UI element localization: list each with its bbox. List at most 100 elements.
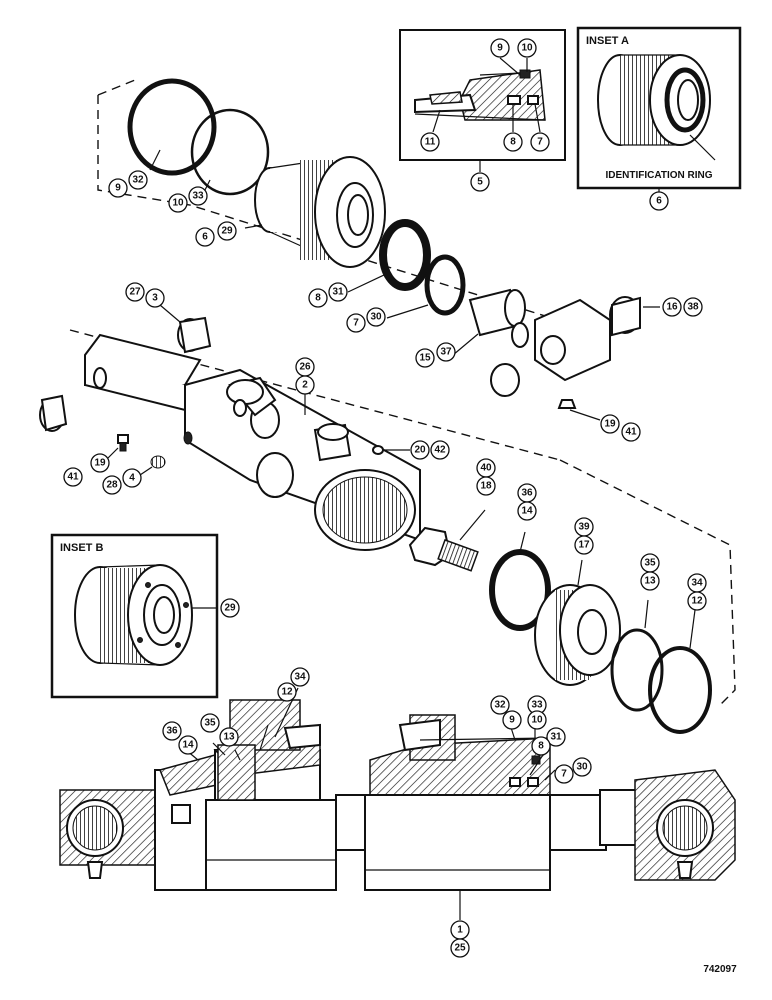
callout-29-insetB: 29 bbox=[220, 598, 240, 618]
callout-26: 26 bbox=[295, 357, 315, 377]
svg-text:3: 3 bbox=[152, 293, 158, 304]
svg-text:18: 18 bbox=[480, 481, 492, 492]
svg-text:32: 32 bbox=[494, 700, 506, 711]
svg-text:13: 13 bbox=[223, 732, 235, 743]
inset-b: INSET B bbox=[50, 533, 219, 699]
callout-31-section: 31 bbox=[546, 727, 566, 747]
svg-text:34: 34 bbox=[691, 578, 703, 589]
svg-text:6: 6 bbox=[202, 232, 208, 243]
callout-10-top: 10 bbox=[517, 38, 537, 58]
callout-36-section: 36 bbox=[162, 721, 182, 741]
callout-30-wiper: 30 bbox=[366, 307, 386, 327]
callout-18: 18 bbox=[476, 476, 496, 496]
callout-2: 2 bbox=[295, 375, 315, 395]
callout-36-exploded: 36 bbox=[517, 483, 537, 503]
svg-text:10: 10 bbox=[172, 198, 184, 209]
svg-text:27: 27 bbox=[129, 287, 141, 298]
callout-6-insetA: 6 bbox=[649, 191, 669, 211]
rings-13-12 bbox=[610, 599, 712, 734]
callout-20: 20 bbox=[410, 440, 430, 460]
svg-text:42: 42 bbox=[434, 445, 446, 456]
callout-7-section: 7 bbox=[554, 764, 574, 784]
inset-5-section bbox=[399, 29, 566, 172]
svg-text:13: 13 bbox=[644, 576, 656, 587]
callout-8-section: 8 bbox=[531, 736, 551, 756]
inset-a-caption: IDENTIFICATION RING bbox=[605, 170, 712, 181]
callout-7-wiper: 7 bbox=[346, 313, 366, 333]
callout-28: 28 bbox=[102, 475, 122, 495]
svg-text:34: 34 bbox=[294, 672, 306, 683]
callout-15: 15 bbox=[415, 348, 435, 368]
callout-14-exploded: 14 bbox=[517, 501, 537, 521]
callout-19-right: 19 bbox=[600, 414, 620, 434]
svg-text:5: 5 bbox=[477, 177, 483, 188]
svg-text:1: 1 bbox=[457, 925, 463, 936]
callout-30-section: 30 bbox=[572, 757, 592, 777]
callout-9-section: 9 bbox=[502, 710, 522, 730]
callout-35-section: 35 bbox=[200, 713, 220, 733]
svg-text:9: 9 bbox=[115, 183, 121, 194]
callout-25: 25 bbox=[450, 938, 470, 958]
svg-text:2: 2 bbox=[302, 380, 308, 391]
bushing-left-body bbox=[40, 394, 68, 432]
snap-rings-top bbox=[127, 78, 270, 196]
svg-text:40: 40 bbox=[480, 463, 492, 474]
callout-13-exploded: 13 bbox=[640, 571, 660, 591]
section-view bbox=[59, 687, 736, 920]
svg-text:11: 11 bbox=[425, 137, 436, 148]
callout-1: 1 bbox=[450, 920, 470, 940]
svg-text:30: 30 bbox=[370, 312, 382, 323]
seals-31-30 bbox=[347, 219, 466, 319]
callout-7-inset: 7 bbox=[530, 132, 550, 152]
svg-text:33: 33 bbox=[531, 700, 543, 711]
svg-text:36: 36 bbox=[166, 726, 178, 737]
svg-text:31: 31 bbox=[332, 287, 344, 298]
callout-9-top: 9 bbox=[490, 38, 510, 58]
callout-41-left: 41 bbox=[63, 467, 83, 487]
svg-text:7: 7 bbox=[537, 137, 543, 148]
svg-text:33: 33 bbox=[192, 191, 204, 202]
set-screw-4 bbox=[139, 455, 166, 476]
svg-text:37: 37 bbox=[440, 347, 452, 358]
callout-38: 38 bbox=[683, 297, 703, 317]
svg-text:8: 8 bbox=[510, 137, 516, 148]
callout-3: 3 bbox=[145, 288, 165, 308]
svg-text:6: 6 bbox=[656, 196, 662, 207]
callout-8-inset: 8 bbox=[503, 132, 523, 152]
callout-32-section: 32 bbox=[490, 695, 510, 715]
svg-text:9: 9 bbox=[509, 715, 515, 726]
callout-32-ring: 32 bbox=[128, 170, 148, 190]
svg-text:7: 7 bbox=[561, 769, 567, 780]
pin-and-clevis bbox=[452, 288, 660, 421]
callout-12-exploded: 12 bbox=[687, 591, 707, 611]
callouts: 9 10 11 8 7 5 6 9 32 10 33 6 29 8 31 7 3… bbox=[63, 38, 707, 958]
callout-4: 4 bbox=[122, 468, 142, 488]
callout-11: 11 bbox=[420, 132, 440, 152]
callout-39: 39 bbox=[574, 517, 594, 537]
assembly-boundary bbox=[69, 79, 736, 706]
bushing-3 bbox=[159, 304, 212, 354]
svg-text:14: 14 bbox=[182, 740, 194, 751]
svg-text:31: 31 bbox=[550, 732, 562, 743]
callout-34-exploded: 34 bbox=[687, 573, 707, 593]
svg-text:32: 32 bbox=[132, 175, 144, 186]
svg-text:7: 7 bbox=[353, 318, 359, 329]
svg-text:14: 14 bbox=[521, 506, 533, 517]
svg-text:17: 17 bbox=[578, 540, 590, 551]
svg-text:29: 29 bbox=[224, 603, 236, 614]
svg-text:19: 19 bbox=[604, 419, 616, 430]
grease-fitting-left bbox=[107, 434, 129, 459]
svg-text:8: 8 bbox=[315, 293, 321, 304]
svg-text:19: 19 bbox=[94, 458, 106, 469]
svg-text:41: 41 bbox=[625, 427, 637, 438]
svg-text:41: 41 bbox=[67, 472, 79, 483]
svg-text:10: 10 bbox=[531, 715, 543, 726]
callout-29-gland: 29 bbox=[217, 221, 237, 241]
svg-text:26: 26 bbox=[299, 362, 311, 373]
callout-31-seal: 31 bbox=[328, 282, 348, 302]
bolt-18 bbox=[408, 509, 486, 572]
svg-text:4: 4 bbox=[129, 473, 135, 484]
svg-text:36: 36 bbox=[521, 488, 533, 499]
ring-14 bbox=[489, 531, 551, 631]
